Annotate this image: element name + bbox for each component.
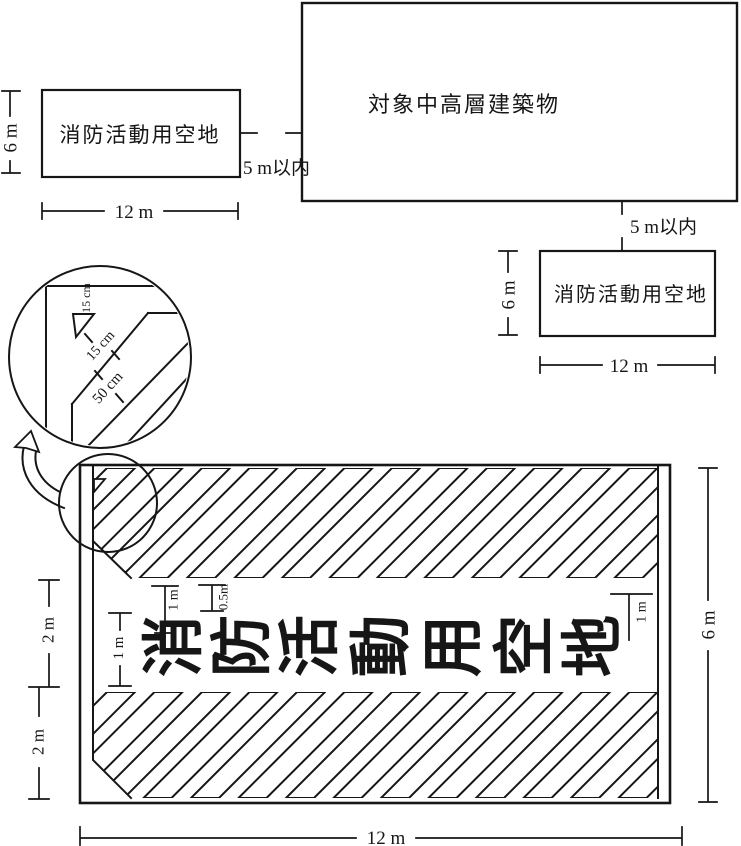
hatch-stripe [422,468,565,578]
road-text-char: 防 [209,615,277,677]
char-offset-dim [151,585,179,634]
hatch-stripe [568,692,658,798]
detail-leader-ticks [83,332,125,404]
road-text-char: 地 [560,615,628,677]
half-offset-dim [198,584,226,612]
hatch-stripe [564,468,658,578]
hatch-stripe [232,468,375,578]
main-height-dim [698,467,718,803]
hatch-stripe [517,468,658,578]
hatch-stripe [612,468,658,578]
hatch-top-cut-line [91,539,133,580]
lower-band-label: 2 m [29,729,48,755]
right-clearing-width-label: 12 m [610,356,649,377]
right-clearing-label: 消防活動用空地 [554,283,708,306]
left-clearing-height-label: 6 m [1,123,22,152]
left-clearing-label: 消防活動用空地 [60,123,221,147]
hatch-stripe [473,692,613,798]
detail-stripe-line-2 [85,339,189,446]
detail-gap-label: 15 cm [84,328,118,364]
hatch-stripe [327,468,470,578]
hatch-stripe [374,468,518,578]
half-offset-label: 0.5m [216,584,231,610]
char-offset-label: 1 m [167,589,182,611]
upper-band-label: 2 m [39,617,58,643]
detail-triangle-marker [71,313,97,340]
magnifier-circle [8,265,192,449]
magnifier-contents [45,285,189,446]
hatch-stripe [378,692,518,798]
hatch-stripe [469,468,613,578]
right-gap-label: 5 m以内 [630,216,697,238]
left-clearing-width-dim [41,202,239,220]
main-area-rect [78,463,672,805]
right-clearing-rect [538,249,717,338]
hatch-stripe [616,692,658,798]
magnifier-arrow [13,429,66,510]
hatch-stripe [426,692,565,798]
road-text-char: 空 [491,615,560,677]
band-dims [28,579,60,800]
detail-edge-lines [45,285,179,435]
building-label: 対象中高層建築物 [368,92,560,117]
hatch-stripe [93,468,138,578]
road-text-char: 消 [141,615,209,677]
hatch-stripe [93,692,185,798]
road-text-char: 用 [420,615,488,677]
hatch-stripe [93,692,138,798]
right-margin-label: 1 m [635,601,650,623]
right-clearing-width-dim [539,356,716,374]
main-width-label: 12 m [367,828,406,846]
hatch-stripe [521,692,658,798]
hatch-band-bottom [93,692,658,798]
right-clearing-height-dim [498,250,518,336]
hatch-stripe [279,468,423,578]
hatch-stripe [331,692,470,798]
left-clearing-height-dim [1,90,21,174]
main-width-dim [79,826,683,846]
hatch-stripe [137,468,280,578]
hatch-stripe [93,468,185,578]
left-clearing-rect [40,88,242,179]
right-clearing-height-label: 6 m [499,280,520,309]
left-margin-dim [108,612,132,687]
corner-triangle-marker [93,478,107,495]
hatch-stripe [188,692,328,798]
left-margin-label: 1 m [111,636,127,659]
main-height-label: 6 m [699,610,720,639]
building-rect [300,1,739,203]
arrow-head [13,429,41,454]
hatch-stripe [93,468,233,578]
detail-edge-width-label: 15 cm [79,283,93,313]
hatch-band-top [93,468,658,578]
hatch-stripe [283,692,423,798]
hatch-stripe [184,468,328,578]
road-text-char: 動 [348,615,416,677]
right-margin-dim [610,593,653,641]
hatch-stripe [93,692,233,798]
hatch-inner-left-line [92,465,133,800]
arrow-inner-curve [34,449,62,494]
detail-stripe-line-3 [119,371,189,446]
detail-stripe-width-label: 50 cm [90,369,127,408]
road-text-char: 活 [277,615,345,677]
hatch-stripe [141,692,280,798]
hatch-stripe [236,692,375,798]
left-clearing-width-label: 12 m [115,202,154,223]
detail-stripe-line-1 [70,311,185,443]
left-gap-label: 5 m以内 [243,157,310,179]
road-marking-text: 消 防 活 動 用 空 地 [141,615,628,677]
arrow-outer-curve [21,444,66,510]
corner-callout-circle [58,453,158,553]
